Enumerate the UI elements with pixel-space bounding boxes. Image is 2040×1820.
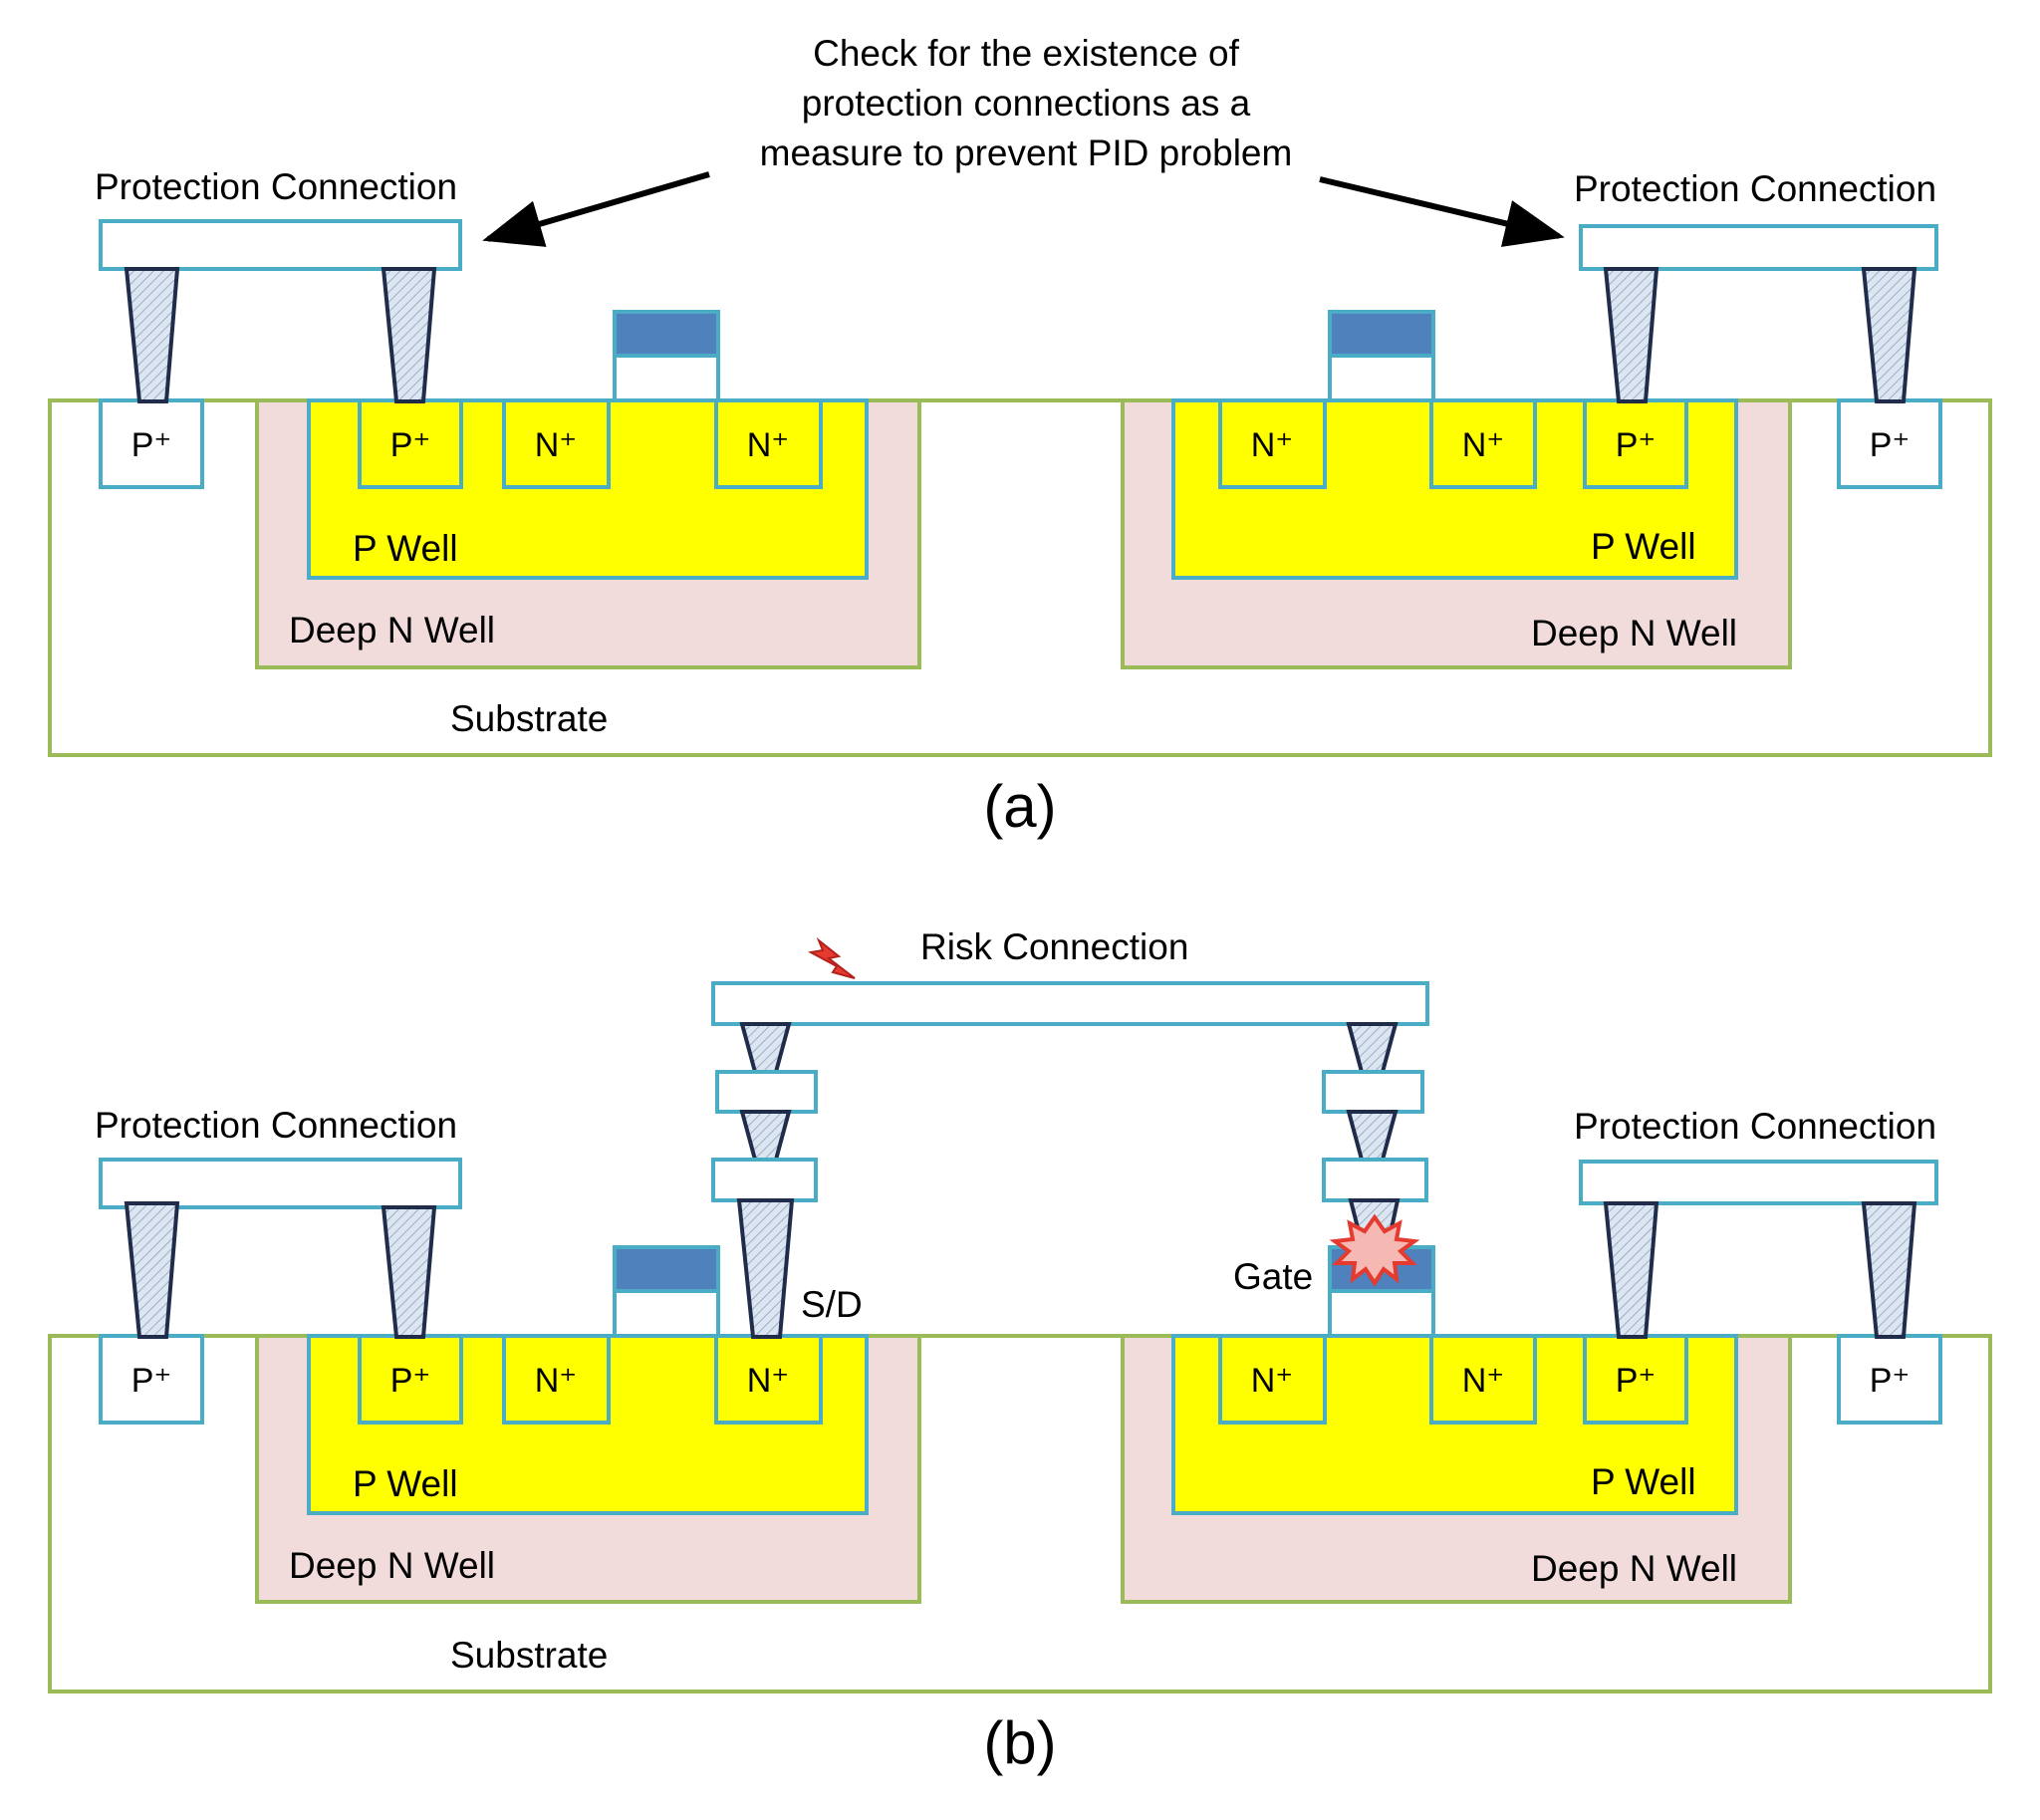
doping-right-tap bbox=[1837, 398, 1942, 489]
protection-bar-left bbox=[99, 1158, 462, 1209]
doping-right-n2 bbox=[1429, 1334, 1537, 1425]
doping-right-n1-label: N⁺ bbox=[1251, 426, 1294, 464]
via-left-1 bbox=[124, 267, 180, 403]
doping-right-n2-label: N⁺ bbox=[1462, 1362, 1505, 1400]
risk-via-gate-1 bbox=[1346, 1022, 1399, 1074]
gate-poly-right bbox=[1328, 310, 1435, 358]
panel-a: P⁺ P⁺ N⁺ N⁺ N⁺ N⁺ P⁺ P⁺ Protection Conne… bbox=[48, 166, 1992, 840]
label-p-well-left: P Well bbox=[353, 528, 458, 569]
doping-right-well-tap bbox=[1583, 1334, 1688, 1425]
doping-left-n2 bbox=[714, 398, 823, 489]
doping-right-n2 bbox=[1429, 398, 1537, 489]
gate-oxide-left bbox=[613, 354, 720, 402]
doping-right-n2-label: N⁺ bbox=[1462, 426, 1505, 464]
doping-right-tap-label: P⁺ bbox=[1870, 426, 1911, 464]
label-protection-right: Protection Connection bbox=[1574, 168, 1936, 209]
label-protection-left: Protection Connection bbox=[95, 1105, 457, 1146]
label-p-well-right: P Well bbox=[1591, 1461, 1696, 1502]
via-left-2 bbox=[381, 267, 437, 403]
via-right-1 bbox=[1603, 267, 1659, 403]
caption-a: (a) bbox=[983, 773, 1056, 840]
via-left-2 bbox=[381, 1205, 437, 1339]
gate-poly-left bbox=[613, 1245, 720, 1293]
annotation-line-3: measure to prevent PID problem bbox=[760, 132, 1293, 173]
doping-left-well-tap-label: P⁺ bbox=[390, 426, 431, 464]
label-protection-right: Protection Connection bbox=[1574, 1106, 1936, 1147]
risk-bar bbox=[711, 981, 1429, 1026]
label-sd: S/D bbox=[801, 1284, 863, 1325]
risk-via-gate-2 bbox=[1346, 1110, 1399, 1162]
label-deep-n-well-left: Deep N Well bbox=[289, 610, 495, 650]
label-substrate: Substrate bbox=[450, 1635, 608, 1676]
doping-left-n2-label: N⁺ bbox=[747, 1362, 790, 1400]
label-gate: Gate bbox=[1233, 1256, 1313, 1297]
via-right-1 bbox=[1603, 1201, 1659, 1339]
label-risk-connection: Risk Connection bbox=[920, 926, 1188, 967]
caption-b: (b) bbox=[983, 1709, 1056, 1776]
via-right-2 bbox=[1861, 1201, 1917, 1339]
risk-via-sd-2 bbox=[739, 1110, 792, 1162]
doping-right-n1 bbox=[1218, 1334, 1327, 1425]
gate-poly-left bbox=[613, 310, 720, 358]
arrow-left bbox=[482, 171, 710, 247]
doping-left-tap-label: P⁺ bbox=[131, 426, 172, 464]
doping-left-well-tap bbox=[358, 1334, 463, 1425]
label-p-well-left: P Well bbox=[353, 1463, 458, 1504]
doping-right-tap-label: P⁺ bbox=[1870, 1362, 1911, 1400]
label-deep-n-well-left: Deep N Well bbox=[289, 1545, 495, 1586]
protection-bar-right bbox=[1579, 224, 1938, 271]
protection-bar-left bbox=[99, 219, 462, 271]
doping-left-n1-label: N⁺ bbox=[535, 426, 578, 464]
label-deep-n-well-right: Deep N Well bbox=[1531, 1548, 1737, 1589]
label-protection-left: Protection Connection bbox=[95, 166, 457, 207]
doping-left-well-tap-label: P⁺ bbox=[390, 1362, 431, 1400]
doping-left-n1 bbox=[502, 398, 611, 489]
annotation-line-2: protection connections as a bbox=[802, 83, 1251, 124]
label-p-well-right: P Well bbox=[1591, 526, 1696, 567]
risk-via-sd-1 bbox=[739, 1022, 792, 1074]
gate-oxide-right bbox=[1328, 354, 1435, 402]
doping-left-tap-label: P⁺ bbox=[131, 1362, 172, 1400]
risk-pad-sd-2 bbox=[711, 1158, 818, 1202]
lightning-icon bbox=[807, 936, 856, 979]
doping-right-n1 bbox=[1218, 398, 1327, 489]
doping-right-well-tap bbox=[1583, 398, 1688, 489]
doping-right-n1-label: N⁺ bbox=[1251, 1362, 1294, 1400]
protection-bar-right bbox=[1579, 1160, 1938, 1205]
arrow-right bbox=[1319, 176, 1565, 247]
via-right-2 bbox=[1861, 267, 1917, 403]
doping-right-well-tap-label: P⁺ bbox=[1616, 1362, 1657, 1400]
doping-left-tap bbox=[99, 398, 204, 489]
doping-left-well-tap bbox=[358, 398, 463, 489]
damage-burst-icon bbox=[1329, 1213, 1420, 1287]
risk-pad-sd-1 bbox=[715, 1070, 818, 1114]
doping-left-tap bbox=[99, 1334, 204, 1425]
doping-left-n2-label: N⁺ bbox=[747, 426, 790, 464]
risk-pad-gate-1 bbox=[1322, 1070, 1424, 1114]
doping-left-n1-label: N⁺ bbox=[535, 1362, 578, 1400]
label-substrate: Substrate bbox=[450, 698, 608, 739]
label-deep-n-well-right: Deep N Well bbox=[1531, 613, 1737, 653]
doping-right-well-tap-label: P⁺ bbox=[1616, 426, 1657, 464]
risk-pad-gate-2 bbox=[1322, 1158, 1428, 1202]
doping-left-n1 bbox=[502, 1334, 611, 1425]
via-left-1 bbox=[124, 1201, 180, 1339]
gate-oxide-left bbox=[613, 1289, 720, 1338]
gate-oxide-right bbox=[1328, 1289, 1435, 1338]
annotation-line-1: Check for the existence of bbox=[813, 33, 1239, 74]
annotation: Check for the existence of protection co… bbox=[482, 33, 1565, 247]
risk-via-sd-3 bbox=[736, 1198, 795, 1339]
panel-b: P⁺ P⁺ N⁺ N⁺ N⁺ N⁺ P⁺ P⁺ bbox=[48, 926, 1992, 1776]
